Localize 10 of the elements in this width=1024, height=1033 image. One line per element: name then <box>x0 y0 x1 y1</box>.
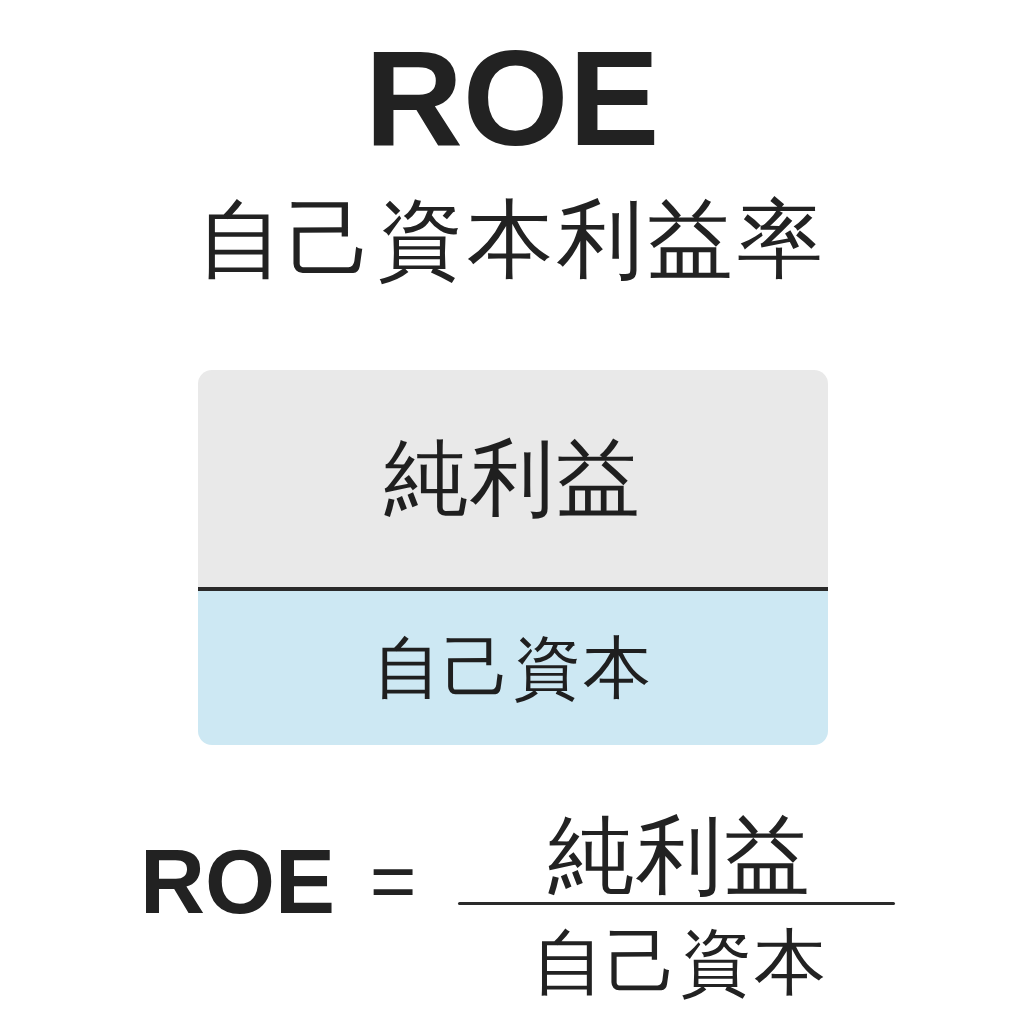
band-label: 自己資本 <box>373 630 653 706</box>
equals-sign: = <box>368 841 418 921</box>
band-label: 純利益 <box>384 432 642 525</box>
denominator-text: 自己資本 <box>531 926 829 998</box>
subtitle: 自己資本利益率 <box>196 196 828 282</box>
numerator-band <box>198 370 828 587</box>
title: ROE <box>363 30 661 166</box>
formula-term: ROE <box>140 837 337 927</box>
numerator-text: 純利益 <box>547 812 813 898</box>
denominator-band <box>198 591 828 745</box>
